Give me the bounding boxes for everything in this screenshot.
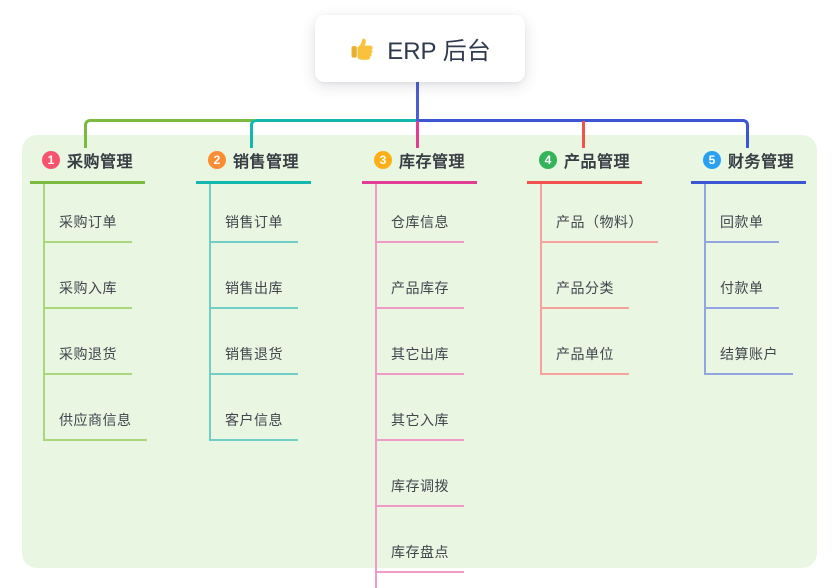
branch-sales: 2 销售管理 销售订单 销售出库 销售退货 客户信息	[196, 148, 312, 441]
child-node[interactable]: 回款单	[706, 184, 779, 243]
child-node-label: 结算账户	[720, 346, 778, 362]
child-node-label: 仓库信息	[391, 214, 449, 230]
child-node[interactable]: 结算账户	[706, 309, 793, 375]
branch-title-label: 财务管理	[728, 154, 795, 171]
child-node[interactable]: 出库库明细	[377, 573, 479, 588]
branch-number-badge: 2	[208, 151, 226, 169]
child-node-label: 采购退货	[59, 346, 117, 362]
child-node-label: 供应商信息	[59, 412, 132, 428]
connector-root	[416, 81, 419, 121]
child-node-label: 销售出库	[225, 280, 283, 296]
child-node-label: 库存盘点	[391, 544, 449, 560]
branch-title-finance[interactable]: 5 财务管理	[691, 148, 807, 184]
child-node[interactable]: 客户信息	[211, 375, 298, 441]
branch-number-badge: 5	[703, 151, 721, 169]
branch-procurement: 1 采购管理 采购订单 采购入库 采购退货 供应商信息	[30, 148, 147, 441]
child-node[interactable]: 销售订单	[211, 184, 298, 243]
child-node[interactable]: 产品库存	[377, 243, 464, 309]
branch-finance: 5 财务管理 回款单 付款单 结算账户	[691, 148, 807, 375]
child-node[interactable]: 仓库信息	[377, 184, 464, 243]
connector-branch-4	[582, 121, 585, 148]
branch-title-sales[interactable]: 2 销售管理	[196, 148, 312, 184]
connector-branch-2	[250, 119, 418, 148]
child-node-label: 付款单	[720, 280, 764, 296]
branches-background-panel	[22, 135, 817, 568]
child-node-label: 采购入库	[59, 280, 117, 296]
branch-title-procurement[interactable]: 1 采购管理	[30, 148, 146, 184]
branch-number-badge: 4	[539, 151, 557, 169]
child-node-label: 其它出库	[391, 346, 449, 362]
child-node-label: 销售退货	[225, 346, 283, 362]
child-node-label: 其它入库	[391, 412, 449, 428]
child-node-label: 销售订单	[225, 214, 283, 230]
branch-title-label: 采购管理	[67, 154, 134, 171]
branch-inventory: 3 库存管理 仓库信息 产品库存 其它出库 其它入库 库存调拨 库存盘点 出库库…	[362, 148, 479, 588]
branch-title-label: 销售管理	[233, 154, 300, 171]
child-node[interactable]: 库存盘点	[377, 507, 464, 573]
child-node-label: 客户信息	[225, 412, 283, 428]
child-node[interactable]: 库存调拨	[377, 441, 464, 507]
child-node-label: 回款单	[720, 214, 764, 230]
branch-children: 销售订单 销售出库 销售退货 客户信息	[209, 184, 298, 441]
child-node-label: 产品（物料）	[556, 214, 643, 230]
child-node-label: 产品单位	[556, 346, 614, 362]
child-node[interactable]: 采购订单	[45, 184, 132, 243]
child-node[interactable]: 产品（物料）	[542, 184, 658, 243]
child-node-label: 库存调拨	[391, 478, 449, 494]
child-node[interactable]: 销售退货	[211, 309, 298, 375]
branch-children: 仓库信息 产品库存 其它出库 其它入库 库存调拨 库存盘点 出库库明细	[375, 184, 479, 588]
branch-children: 采购订单 采购入库 采购退货 供应商信息	[43, 184, 147, 441]
child-node[interactable]: 产品分类	[542, 243, 629, 309]
connector-branch-5	[416, 119, 749, 148]
thumbs-up-icon	[351, 38, 373, 60]
child-node[interactable]: 产品单位	[542, 309, 629, 375]
child-node[interactable]: 其它入库	[377, 375, 464, 441]
child-node-label: 采购订单	[59, 214, 117, 230]
root-node[interactable]: ERP 后台	[315, 15, 525, 82]
child-node-label: 产品分类	[556, 280, 614, 296]
branch-title-label: 库存管理	[399, 154, 466, 171]
child-node[interactable]: 供应商信息	[45, 375, 147, 441]
child-node-label: 产品库存	[391, 280, 449, 296]
connector-branch-3	[416, 121, 419, 148]
branch-title-label: 产品管理	[564, 154, 631, 171]
branch-number-badge: 3	[374, 151, 392, 169]
branch-children: 产品（物料） 产品分类 产品单位	[540, 184, 658, 375]
connector-branch-1	[84, 119, 254, 148]
branch-title-inventory[interactable]: 3 库存管理	[362, 148, 478, 184]
branch-product: 4 产品管理 产品（物料） 产品分类 产品单位	[527, 148, 658, 375]
child-node[interactable]: 采购退货	[45, 309, 132, 375]
child-node[interactable]: 销售出库	[211, 243, 298, 309]
branch-title-product[interactable]: 4 产品管理	[527, 148, 643, 184]
child-node[interactable]: 其它出库	[377, 309, 464, 375]
child-node[interactable]: 采购入库	[45, 243, 132, 309]
child-node[interactable]: 付款单	[706, 243, 779, 309]
branch-number-badge: 1	[42, 151, 60, 169]
branch-children: 回款单 付款单 结算账户	[704, 184, 793, 375]
root-node-title: ERP 后台	[387, 38, 491, 65]
